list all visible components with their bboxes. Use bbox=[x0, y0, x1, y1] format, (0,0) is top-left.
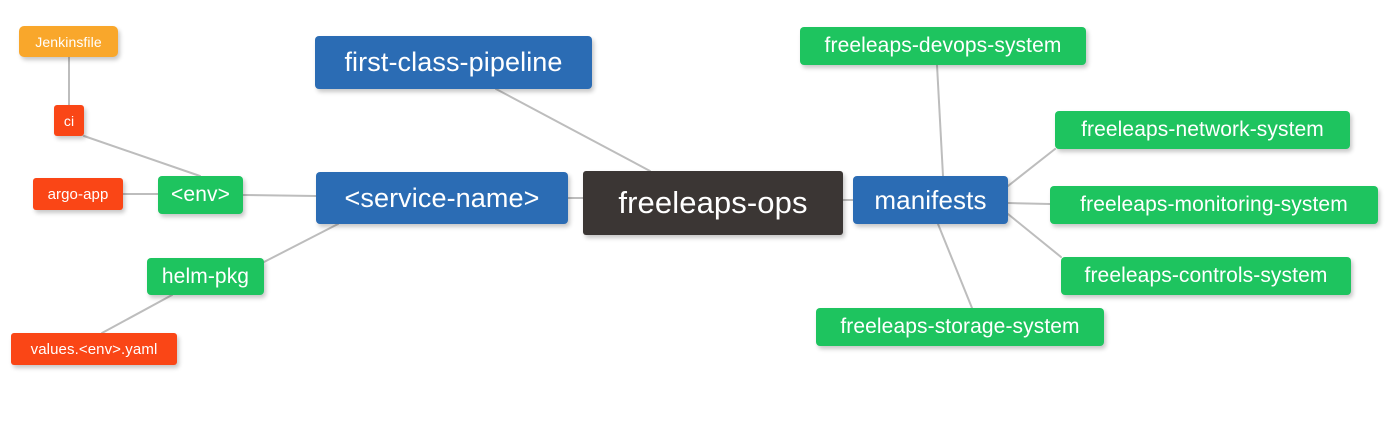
edge-helm-pkg-to-values-env-yaml bbox=[101, 294, 173, 334]
node-manifests[interactable]: manifests bbox=[853, 176, 1008, 224]
node-jenkinsfile[interactable]: Jenkinsfile bbox=[19, 26, 118, 57]
edge-service-name-to-helm-pkg bbox=[263, 223, 339, 263]
node-freeleaps-network-system[interactable]: freeleaps-network-system bbox=[1055, 111, 1350, 149]
node-freeleaps-devops-system[interactable]: freeleaps-devops-system bbox=[800, 27, 1086, 65]
node-service-name[interactable]: <service-name> bbox=[316, 172, 568, 224]
node-freeleaps-monitoring-system[interactable]: freeleaps-monitoring-system bbox=[1050, 186, 1378, 224]
node-env[interactable]: <env> bbox=[158, 176, 243, 214]
node-freeleaps-controls-system[interactable]: freeleaps-controls-system bbox=[1061, 257, 1351, 295]
node-argo-app[interactable]: argo-app bbox=[33, 178, 123, 210]
edge-manifests-to-freeleaps-monitoring-system bbox=[1007, 202, 1051, 205]
node-values-env-yaml[interactable]: values.<env>.yaml bbox=[11, 333, 177, 365]
edge-env-to-ci bbox=[83, 135, 201, 177]
edge-manifests-to-freeleaps-devops-system bbox=[936, 64, 944, 177]
node-freeleaps-ops[interactable]: freeleaps-ops bbox=[583, 171, 843, 235]
edge-service-name-to-env bbox=[242, 194, 317, 197]
node-ci[interactable]: ci bbox=[54, 105, 84, 136]
node-freeleaps-storage-system[interactable]: freeleaps-storage-system bbox=[816, 308, 1104, 346]
node-first-class-pipeline[interactable]: first-class-pipeline bbox=[315, 36, 592, 89]
edge-manifests-to-freeleaps-storage-system bbox=[937, 223, 973, 309]
edge-freeleaps-ops-to-first-class-pipeline bbox=[495, 88, 651, 172]
node-helm-pkg[interactable]: helm-pkg bbox=[147, 258, 264, 295]
edge-manifests-to-freeleaps-network-system bbox=[1007, 148, 1056, 187]
